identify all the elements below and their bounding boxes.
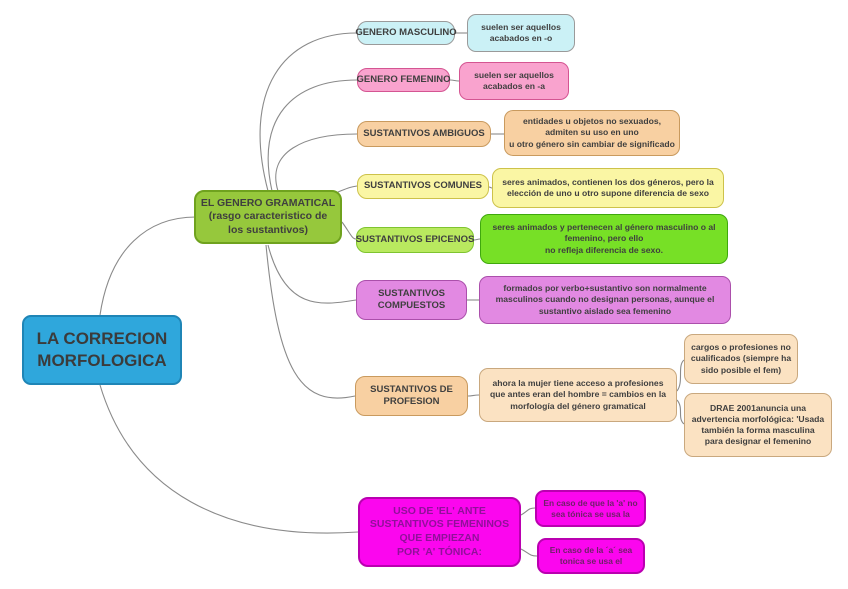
connector-femenino-note — [449, 79, 460, 82]
note-text: seres animados, contienen los dos género… — [502, 176, 714, 198]
subtopic-sustantivos-de-profesion[interactable]: SUSTANTIVOS DE PROFESION — [355, 376, 468, 416]
root-topic[interactable]: LA CORRECION MORFOLOGICA — [22, 315, 182, 385]
root-topic-label: LA CORRECION MORFOLOGICA — [36, 328, 168, 370]
main-branch-label: EL GENERO GRAMATICAL (rasgo caracteristi… — [200, 196, 336, 236]
connector-note-to-drae — [676, 399, 685, 425]
subtopic-label: SUSTANTIVOS AMBIGUOS — [363, 127, 485, 139]
note-sustantivos-epicenos[interactable]: seres animados y pertenecen al género ma… — [480, 214, 728, 264]
subtopic-label: SUSTANTIVOS COMPUESTOS — [377, 287, 446, 311]
second-branch-label: USO DE 'EL' ANTE SUSTANTIVOS FEMENINOS Q… — [369, 504, 510, 558]
connector-root-to-main — [99, 216, 197, 316]
subtopic-label: GENERO MASCULINO — [355, 26, 457, 38]
note-text: suelen ser aquellos acabados en -a — [474, 69, 554, 91]
main-branch-topic[interactable]: EL GENERO GRAMATICAL (rasgo caracteristi… — [194, 190, 342, 244]
connector-comunes-note — [488, 186, 493, 189]
subtopic-genero-femenino[interactable]: GENERO FEMENINO — [357, 68, 450, 92]
connector-main-to-profesion — [265, 244, 356, 399]
note-text: ahora la mujer tiene acceso a profesione… — [490, 378, 666, 411]
note-a-tonica[interactable]: En caso de la ´a´ sea tonica se usa el — [537, 538, 645, 574]
note-text: DRAE 2001anuncia una advertencia morfoló… — [691, 402, 825, 447]
subtopic-label: GENERO FEMENINO — [356, 73, 451, 85]
note-text: cargos o profesiones no cualificados (si… — [690, 342, 792, 375]
connector-epicenos-note — [473, 238, 481, 241]
subtopic-sustantivos-compuestos[interactable]: SUSTANTIVOS COMPUESTOS — [356, 280, 467, 320]
note-genero-masculino[interactable]: suelen ser aquellos acabados en -o — [467, 14, 575, 52]
subtopic-label: SUSTANTIVOS DE PROFESION — [370, 383, 453, 407]
note-text: En caso de la ´a´ sea tonica se usa el — [549, 545, 633, 566]
connector-main-to-comunes — [337, 185, 358, 193]
subtopic-sustantivos-ambiguos[interactable]: SUSTANTIVOS AMBIGUOS — [357, 121, 491, 147]
subtopic-genero-masculino[interactable]: GENERO MASCULINO — [355, 21, 457, 45]
connector-second-note2 — [520, 548, 538, 557]
note-a-no-tonica[interactable]: En caso de que la 'a' no sea tónica se u… — [535, 490, 646, 527]
note-drae-2001[interactable]: DRAE 2001anuncia una advertencia morfoló… — [684, 393, 832, 457]
connector-main-to-masculino — [259, 32, 358, 192]
second-branch-topic[interactable]: USO DE 'EL' ANTE SUSTANTIVOS FEMENINOS Q… — [358, 497, 521, 567]
connector-profesion-note — [467, 394, 480, 397]
note-sustantivos-ambiguos[interactable]: entidades u objetos no sexuados, admiten… — [504, 110, 680, 156]
note-sustantivos-comunes[interactable]: seres animados, contienen los dos género… — [492, 168, 724, 208]
subtopic-label: SUSTANTIVOS EPICENOS — [355, 233, 475, 245]
note-sustantivos-de-profesion[interactable]: ahora la mujer tiene acceso a profesione… — [479, 368, 677, 422]
note-text: formados por verbo+sustantivo son normal… — [495, 283, 715, 316]
connector-second-note1 — [520, 507, 536, 516]
note-cargos-profesiones[interactable]: cargos o profesiones no cualificados (si… — [684, 334, 798, 384]
subtopic-label: SUSTANTIVOS COMUNES — [363, 180, 483, 192]
note-text: entidades u objetos no sexuados, admiten… — [509, 116, 675, 149]
connector-main-to-epicenos — [341, 221, 357, 240]
connector-main-to-femenino — [267, 79, 358, 192]
connector-root-to-second — [99, 384, 359, 534]
subtopic-sustantivos-comunes[interactable]: SUSTANTIVOS COMUNES — [357, 174, 489, 199]
note-sustantivos-compuestos[interactable]: formados por verbo+sustantivo son normal… — [479, 276, 731, 324]
note-text: En caso de que la 'a' no sea tónica se u… — [543, 497, 638, 519]
connector-note-to-cargos — [676, 359, 685, 392]
note-genero-femenino[interactable]: suelen ser aquellos acabados en -a — [459, 62, 569, 100]
note-text: suelen ser aquellos acabados en -o — [481, 21, 561, 43]
subtopic-sustantivos-epicenos[interactable]: SUSTANTIVOS EPICENOS — [356, 227, 474, 253]
note-text: seres animados y pertenecen al género ma… — [492, 222, 716, 255]
connector-main-to-compuestos — [267, 244, 357, 304]
connector-main-to-ambiguos — [275, 133, 358, 192]
